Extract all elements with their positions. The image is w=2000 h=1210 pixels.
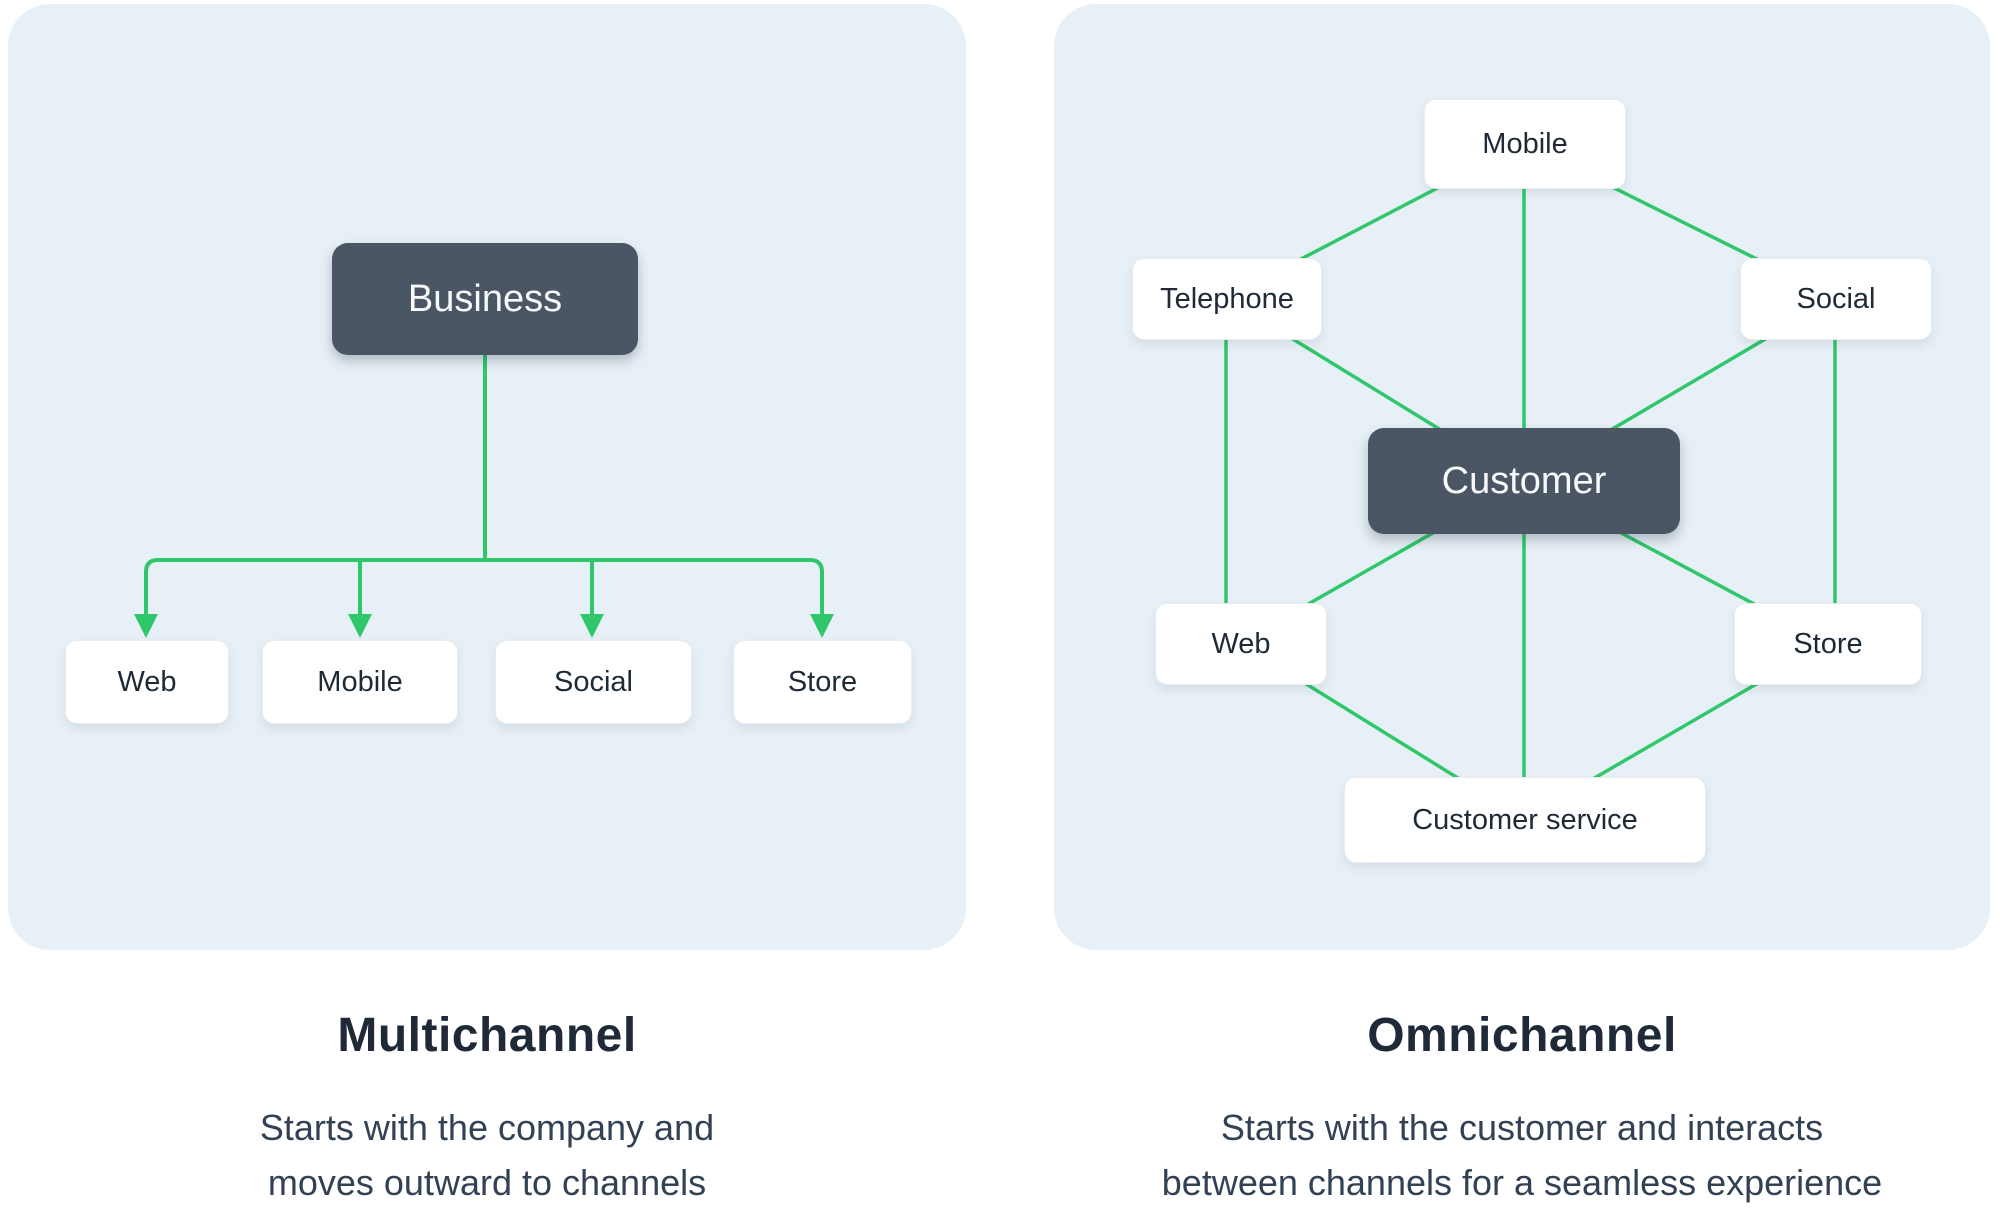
omnichannel-node-customer-service: Customer service — [1344, 777, 1706, 863]
multichannel-description: Starts with the company and moves outwar… — [8, 1100, 966, 1210]
multichannel-node-mobile: Mobile — [262, 640, 458, 724]
description-line: between channels for a seamless experien… — [1161, 1162, 1883, 1203]
omnichannel-node-social: Social — [1740, 258, 1932, 340]
omnichannel-node-customer: Customer — [1368, 428, 1680, 534]
node-label: Social — [554, 665, 633, 698]
node-label: Customer service — [1412, 803, 1638, 836]
multichannel-node-store: Store — [733, 640, 912, 724]
arrowhead-down-icon — [810, 614, 834, 638]
node-label: Web — [117, 665, 177, 698]
multichannel-title: Multichannel — [337, 1009, 637, 1062]
node-label: Social — [1796, 282, 1876, 315]
arrowhead-down-icon — [134, 614, 158, 638]
branch-frame-line — [144, 558, 824, 616]
omnichannel-node-telephone: Telephone — [1132, 258, 1322, 340]
node-label: Store — [1793, 627, 1863, 660]
node-label: Mobile — [1482, 127, 1568, 160]
multichannel-panel: Business Web Mobile Social Store — [8, 4, 966, 950]
node-label: Store — [787, 665, 858, 698]
arrowhead-down-icon — [348, 614, 372, 638]
description-line: Starts with the company and — [259, 1107, 715, 1148]
node-label: Customer — [1441, 459, 1607, 502]
omnichannel-title: Omnichannel — [1367, 1009, 1677, 1062]
description-line: Starts with the customer and interacts — [1220, 1107, 1824, 1148]
omnichannel-node-web: Web — [1155, 603, 1327, 685]
node-label: Telephone — [1160, 282, 1294, 315]
node-label: Mobile — [317, 665, 403, 698]
multichannel-node-social: Social — [495, 640, 692, 724]
omnichannel-panel: Mobile Telephone Social Customer Web Sto… — [1054, 4, 1990, 950]
node-label: Business — [407, 277, 563, 320]
omnichannel-node-mobile: Mobile — [1424, 99, 1626, 189]
arrowhead-down-icon — [580, 614, 604, 638]
omnichannel-node-store: Store — [1734, 603, 1922, 685]
node-label: Web — [1211, 627, 1271, 660]
omnichannel-description: Starts with the customer and interacts b… — [1054, 1100, 1990, 1210]
multichannel-node-web: Web — [65, 640, 229, 724]
multichannel-node-business: Business — [332, 243, 638, 355]
description-line: moves outward to channels — [267, 1162, 707, 1203]
multichannel-connector-lines — [134, 354, 834, 638]
